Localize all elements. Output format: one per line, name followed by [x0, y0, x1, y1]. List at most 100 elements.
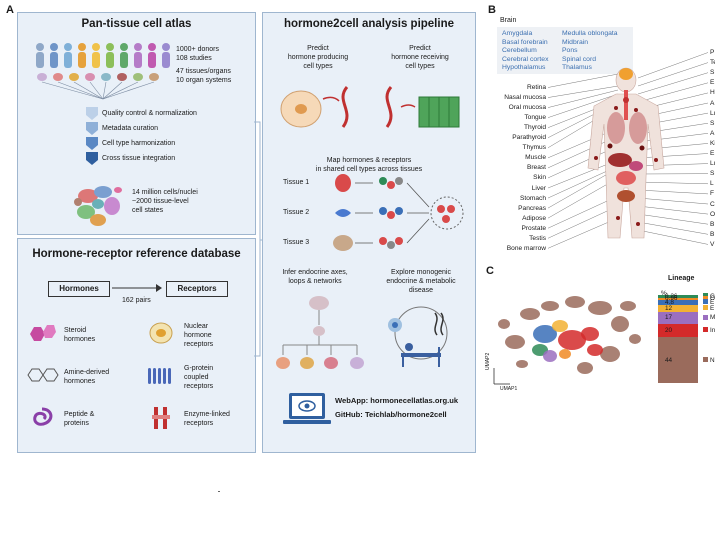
lineage-bar-segment-3: [658, 304, 698, 313]
organ-leader-left-3: [548, 93, 619, 118]
umap-cluster-0: [520, 308, 540, 320]
lineage-legend-label-6: N: [710, 356, 715, 364]
brain-region-col1-1: Basal forebrain: [502, 38, 548, 46]
organ-label-left-9: Skin: [533, 174, 546, 182]
lineage-bar-segment-0: [658, 295, 698, 298]
lineage-value-4: 17: [665, 314, 673, 322]
organ-label-left-5: Parathyroid: [512, 134, 546, 142]
organ-leader-left-14: [548, 195, 619, 229]
organ-label-left-4: Thyroid: [524, 124, 546, 132]
lineage-value-2: 4.8: [665, 298, 674, 306]
organ-leader-right-19: [637, 229, 708, 245]
hormones-to-receptors-arrow-icon: [112, 284, 162, 292]
lineage-value-5: 20: [665, 326, 673, 334]
panel-letter-a: A: [6, 4, 14, 16]
atlas-cells-count: 14 million cells/nuclei: [132, 189, 198, 196]
umap-cluster-4: [611, 316, 629, 332]
brain-region-col1-4: Hypothalamus: [502, 64, 546, 71]
organ-leader-left-2: [548, 89, 619, 108]
lineage-bar-segment-2: [658, 299, 698, 305]
steroid-label-1: Steroid: [64, 327, 87, 334]
umap-cluster-13: [581, 327, 599, 341]
predict-receiving-1: Predict: [409, 45, 431, 52]
umap-x-label: UMAP1: [500, 386, 518, 392]
organ-leader-right-15: [637, 197, 708, 205]
lineage-value-3: 12: [665, 304, 673, 312]
organ-label-right-10: E: [710, 150, 715, 157]
lineage-legend-swatch-4: [703, 314, 708, 320]
organ-leader-left-0: [548, 73, 619, 88]
organ-label-left-12: Pancreas: [518, 204, 546, 212]
lineage-pct-header: %: [661, 290, 667, 297]
map-hormones-2: in shared cell types across tissues: [315, 166, 423, 173]
hormones-box: Hormones: [48, 281, 110, 297]
umap-cluster-3: [588, 301, 612, 315]
organ-leader-right-18: [637, 221, 708, 235]
pipeline-title: hormone2cell analysis pipeline: [283, 18, 454, 30]
umap-cluster-6: [577, 362, 593, 374]
panel-letter-b: B: [488, 4, 496, 16]
umap-cluster-8: [533, 325, 557, 343]
organ-label-left-2: Oral mucosa: [508, 104, 546, 112]
atlas-stat-donors: 1000+ donors: [176, 46, 220, 53]
umap-cluster-17: [629, 334, 641, 344]
atlas-panel: Pan-tissue cell atlas: [17, 12, 256, 235]
atlas-step-3: Cell type harmonization: [102, 140, 176, 147]
organ-leader-right-14: [637, 189, 708, 195]
organ-leader-right-8: [637, 133, 708, 143]
infer-axes-1: Infer endocrine axes,: [282, 269, 348, 276]
github-link[interactable]: GitHub: Teichlab/hormone2cell: [335, 410, 447, 419]
atlas-step-2: Metadata curation: [102, 125, 159, 132]
organ-label-right-12: S: [710, 170, 715, 178]
predict-receiving-3: cell types: [405, 63, 435, 70]
pipeline-chevrons-icon: [86, 107, 98, 165]
organ-label-right-16: O: [710, 210, 715, 218]
lineage-bar-segment-5: [658, 323, 698, 338]
tissue-3-label: Tissue 3: [283, 239, 310, 246]
organ-leader-right-0: [637, 52, 708, 79]
umap-cluster-12: [558, 330, 586, 350]
organ-leader-right-13: [637, 181, 708, 184]
organ-label-left-16: Bone marrow: [506, 244, 546, 252]
brain-region-col1-3: Cerebral cortex: [502, 55, 549, 63]
brain-region-col2-0: Medulla oblongata: [562, 30, 618, 37]
lineage-bar-segment-1: [658, 297, 698, 300]
organ-label-right-15: C: [710, 200, 715, 208]
organ-label-right-0: P: [710, 49, 715, 56]
brain-region-col2-1: Midbrain: [562, 38, 589, 46]
body-map-icon: [548, 52, 708, 249]
brain-regions-box: [497, 27, 633, 74]
organ-leader-right-10: [637, 153, 708, 159]
organ-label-right-5: A: [710, 99, 715, 107]
lineage-legend-label-0: G: [710, 292, 715, 300]
organ-label-right-2: S: [710, 69, 715, 77]
lineage-legend-label-2: E: [710, 298, 715, 306]
peptide-icon: [33, 407, 53, 426]
umap-cluster-5: [600, 346, 620, 362]
endocrine-network-icon: [276, 296, 364, 369]
database-title: Hormone-receptor reference database: [32, 248, 241, 260]
lineage-legend-swatch-5: [703, 327, 708, 333]
nuclear-receptor-icon: [149, 322, 173, 344]
organ-leader-right-1: [637, 62, 708, 87]
organ-label-right-17: B: [710, 220, 715, 228]
brain-region-col1-0: Amygdala: [502, 30, 533, 37]
webapp-link[interactable]: WebApp: hormonecellatlas.org.uk: [335, 396, 459, 405]
peptide-label-2: proteins: [64, 420, 89, 427]
brain-region-col2-2: Pons: [562, 47, 578, 54]
umap-cluster-15: [559, 349, 571, 359]
organ-leader-left-16: [548, 217, 619, 249]
organ-label-right-19: V: [710, 240, 715, 248]
umap-cluster-11: [543, 350, 557, 362]
database-panel: Hormone-receptor reference database Horm…: [17, 238, 256, 453]
organ-label-left-3: Tongue: [524, 114, 546, 122]
amine-label-2: hormones: [64, 378, 96, 385]
organ-leader-right-17: [637, 213, 708, 225]
disease-patient-icon: [388, 306, 448, 367]
brain-region-col1-2: Cerebellum: [502, 47, 537, 54]
organ-leader-right-2: [637, 72, 708, 95]
atlas-step-1: Quality control & normalization: [102, 110, 197, 117]
explore-disease-1: Explore monogenic: [391, 269, 451, 276]
